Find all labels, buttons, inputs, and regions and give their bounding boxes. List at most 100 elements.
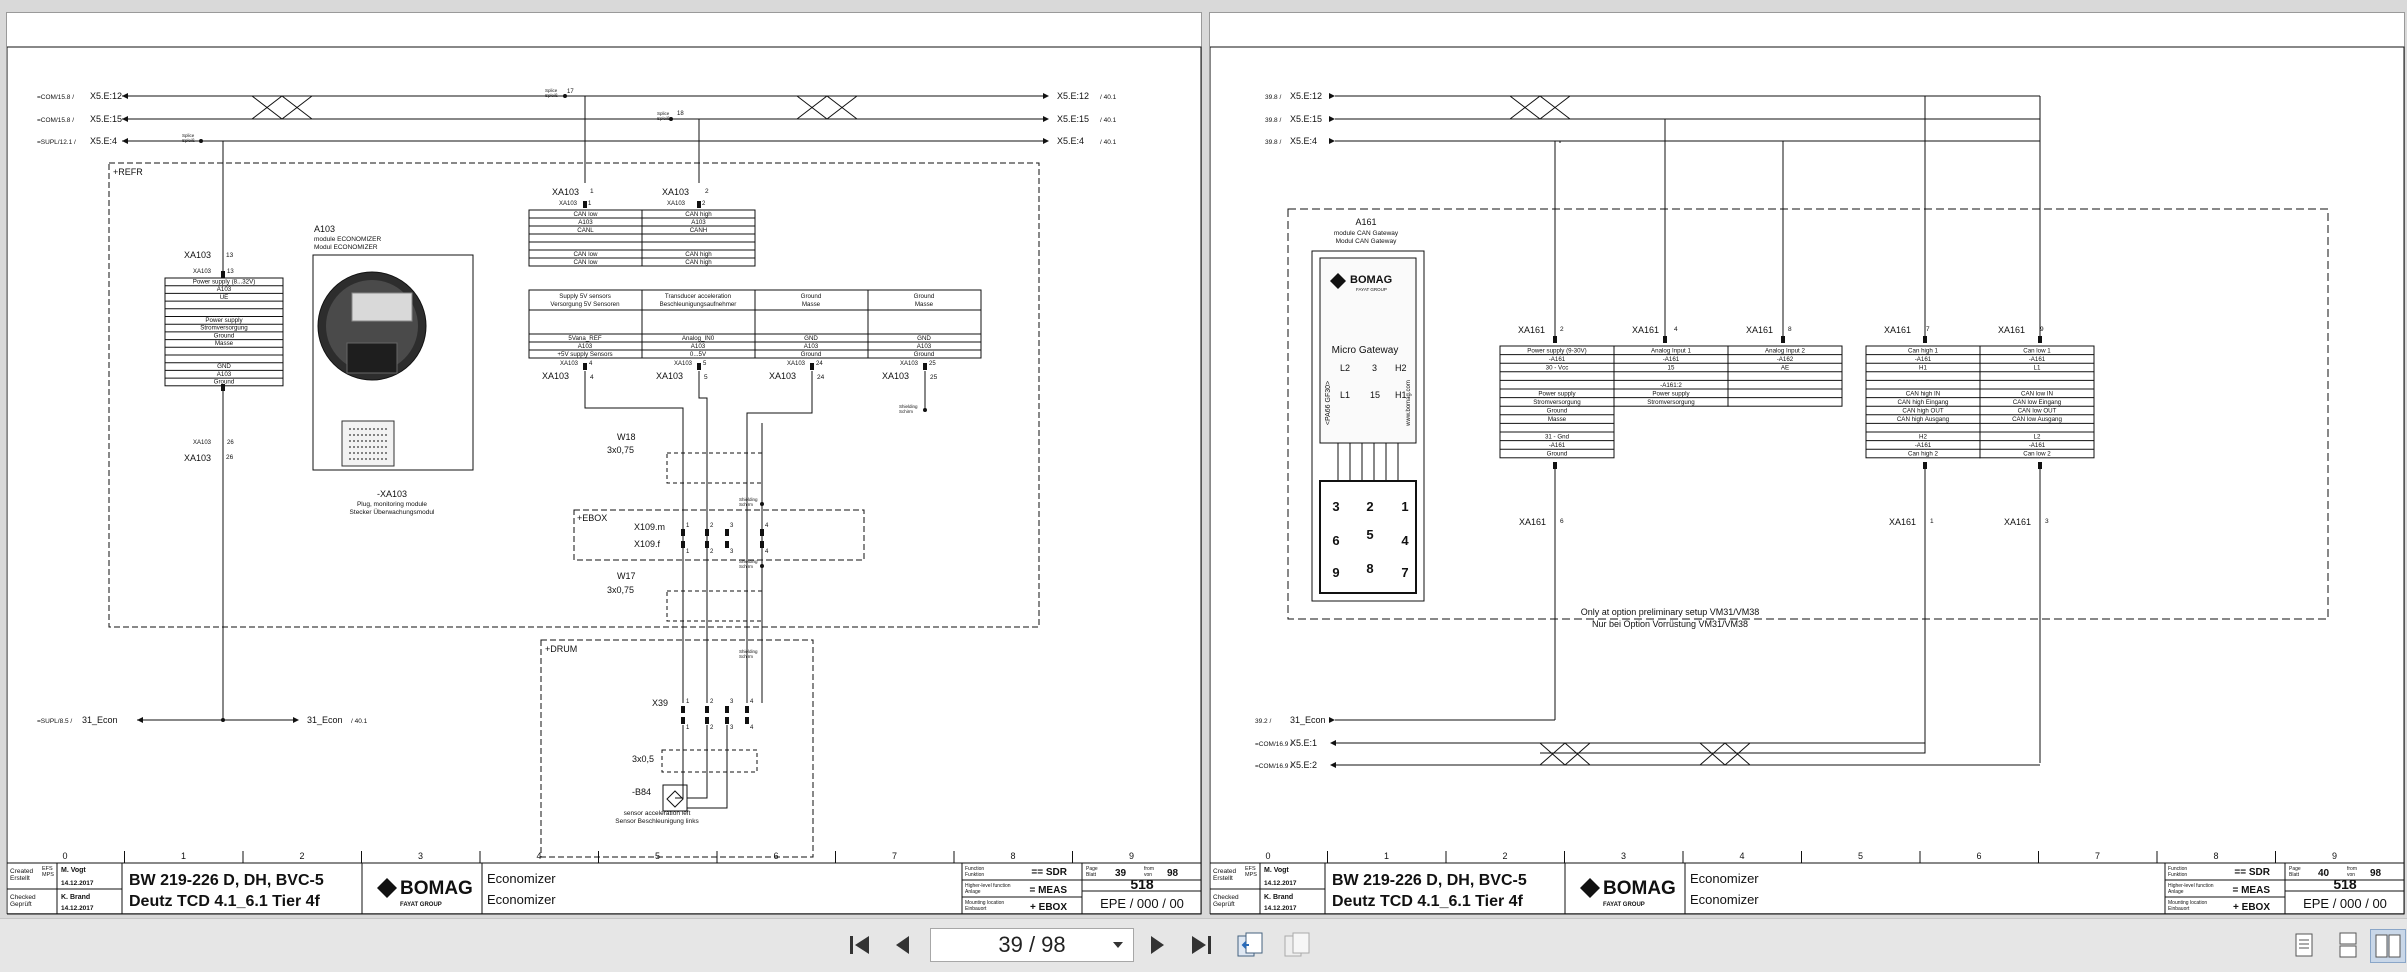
mps-label: MPS [42,872,54,878]
junction-dot [221,718,225,722]
crossover-wire [1509,95,1571,120]
terminal-pin-number: 13 [226,252,234,259]
table-cell: CAN high [685,211,712,218]
pin-terminal [760,541,764,548]
first-page-button[interactable] [843,929,877,961]
connector-pin-number: 8 [1366,561,1373,576]
pin-number: 3 [730,549,734,555]
table-cell: CAN low Eingang [2013,399,2062,406]
table-cell: Ground [914,293,935,300]
page-number-select[interactable]: 39 / 98 [930,928,1134,962]
table-cell: CAN high Eingang [1898,399,1949,406]
terminal-pin-number: 25 [930,374,938,381]
viewer-toolbar: 39 / 98 [0,918,2407,972]
terminal-pin-number: 1 [590,188,594,195]
page-total: 98 [2370,868,2382,879]
connector-pin-number: 5 [1366,527,1373,542]
pin-terminal [705,529,709,536]
checked-label: Geprüft [10,901,32,908]
signal-reference: =COM/15.8 / [37,94,74,101]
gateway-pin-marking: L1 [1340,390,1350,400]
higher-value: = MEAS [2232,885,2270,896]
machine-title: BW 219-226 D, DH, BVC-5 [1332,872,1527,889]
table-cell: CAN low [573,211,598,218]
signal-reference: =SUPL/8.5 / [37,718,72,725]
gateway-housing [1319,257,1417,444]
table-cell: A103 [917,343,932,350]
last-page-button[interactable] [1184,929,1218,961]
plug-name: -XA103 [377,489,407,499]
shielding-label: Shielding [899,404,918,409]
signal-source-arrow-icon [137,717,143,723]
table-cell: CAN high [685,259,712,266]
back-view-icon [1237,932,1263,957]
terminal-pin-number: 4 [589,361,593,367]
connector-name: X39 [652,698,668,708]
checker-name: K. Brand [1264,894,1293,901]
previous-page-button[interactable] [886,929,920,961]
table-cell: Transducer acceleration [665,293,732,300]
table-cell: A103 [217,286,232,293]
column-number: 6 [1976,851,1981,861]
pin-number: 1 [686,699,690,705]
splice-label: Splice [545,88,558,93]
table-cell: Power supply (9-30V) [1527,347,1587,354]
gateway-part: <PA66 GF30> [1325,381,1332,425]
terminal-name: XA103 [542,371,569,381]
mounting-label: Mounting location [965,900,1004,906]
table-cell: Analog_IN0 [682,335,715,342]
continuous-view-button[interactable] [2331,929,2365,961]
table-cell: 30 - Vcc [1546,365,1569,372]
forward-view-button[interactable] [1280,929,1314,961]
pin-number: 2 [710,725,714,731]
table-cell: CAN high IN [1906,390,1940,397]
junction-dot [760,502,764,506]
table-cell: -A161 [1915,356,1932,363]
terminal-name: XA103 [900,361,919,367]
sensor-wire [687,725,708,799]
terminal-pin-number: 4 [1674,326,1678,333]
signal-reference: =COM/16.9 / [1255,763,1292,770]
signal-target-arrow-icon [1329,116,1335,122]
refr-enclosure-frame [108,162,1040,628]
signal-reference: =SUPL/12.1 / [37,139,76,146]
back-view-button[interactable] [1233,929,1267,961]
table-cell: Power supply [1652,390,1690,397]
module-description: Modul CAN Gateway [1336,238,1397,245]
table-cell: AE [1781,365,1789,372]
table-cell: Power supply [205,317,243,324]
single-page-view-button[interactable] [2287,929,2321,961]
column-number: 7 [892,851,897,861]
terminal-pin-number: 24 [817,374,825,381]
terminal-name: XA103 [560,361,579,367]
connector-pin-number: 7 [1401,565,1408,580]
column-number: 9 [2332,851,2337,861]
next-page-button[interactable] [1140,929,1174,961]
shielding-label: Schirm [899,409,913,414]
terminal-pin-number: 13 [227,269,234,275]
table-cell: CAN low IN [2021,390,2053,397]
splice-number: 17 [567,89,574,95]
table-cell: +5V supply Sensors [557,351,612,358]
crossover-wire [1699,742,1751,766]
sensor-table-row [867,349,982,359]
pin-number: 3 [730,699,734,705]
signal-label: X5.E:4 [90,136,117,146]
created-date: 14.12.2017 [61,880,94,887]
terminal-name: XA103 [787,361,806,367]
bomag-logo-sub: FAYAT GROUP [1603,902,1645,908]
table-cell: Versorgung 5V Sensoren [550,301,620,308]
two-page-view-button[interactable] [2370,929,2406,963]
signal-label: X5.E:1 [1290,738,1317,748]
terminal-pin-number: 3 [2045,518,2049,525]
sensor-b84-box [662,784,688,812]
column-number: 3 [418,851,423,861]
splice-label: Splice [657,111,670,116]
table-cell: CAN high OUT [1902,408,1943,415]
engine-title: Deutz TCD 4.1_6.1 Tier 4f [129,893,321,910]
drawing-frame [1210,46,2405,864]
sensor-table-gap [528,309,643,335]
terminal-name: XA103 [769,371,796,381]
acceleration-sensor-icon [666,790,684,808]
